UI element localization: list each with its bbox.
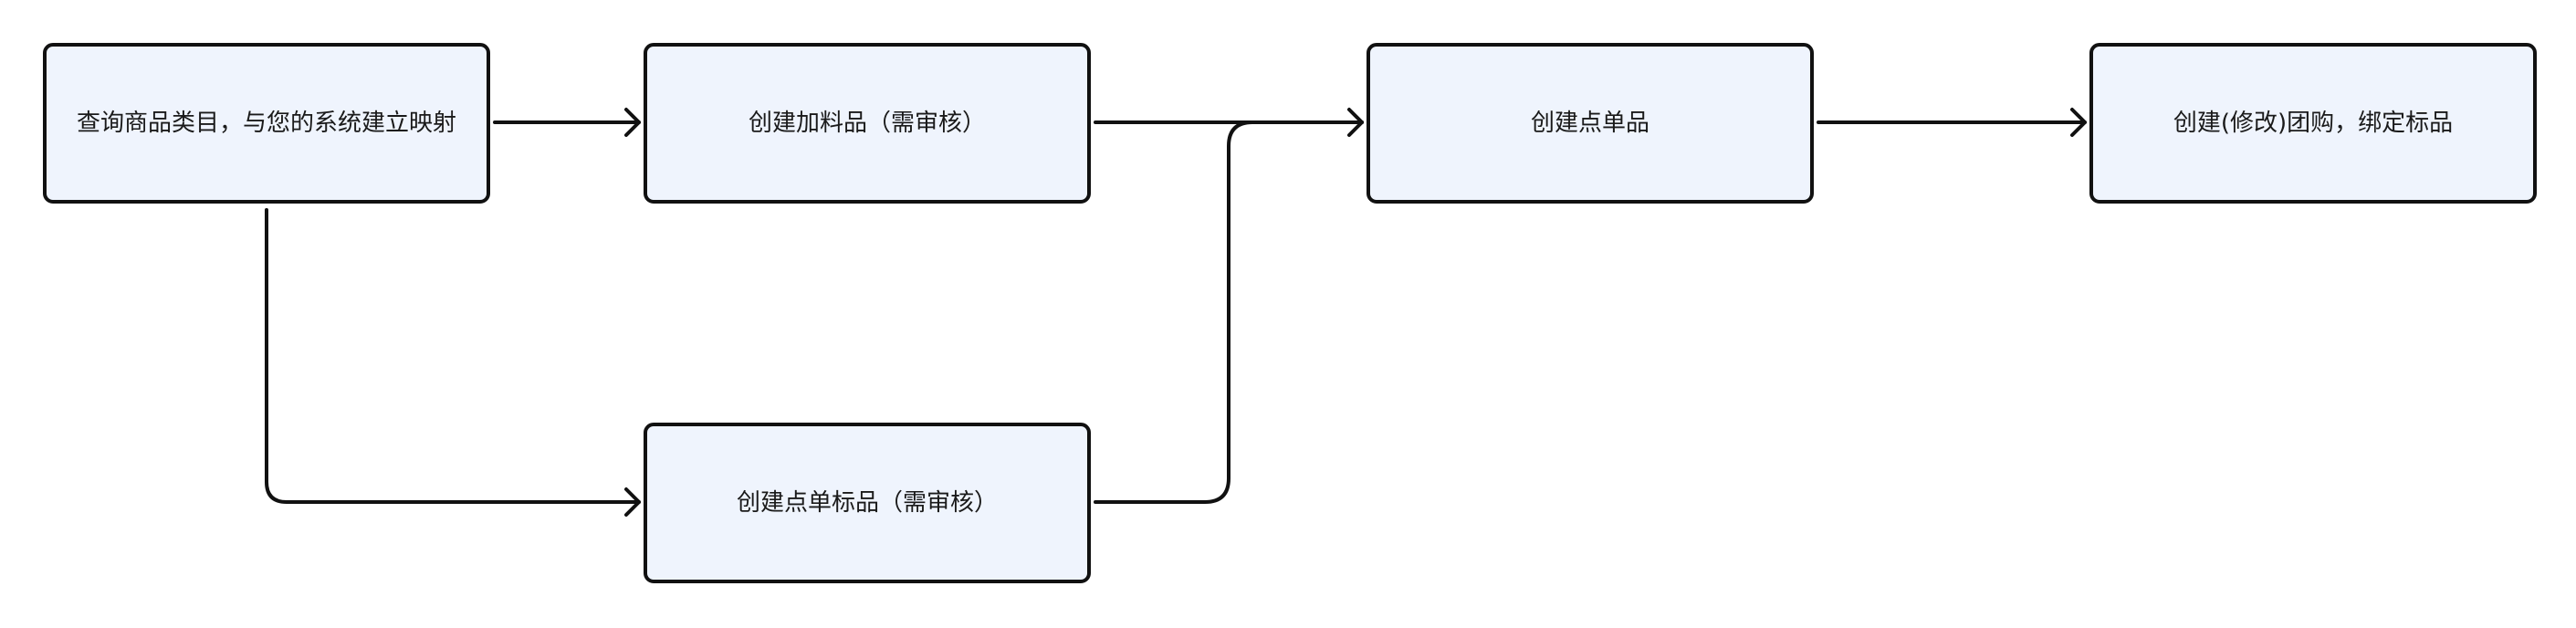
node-query[interactable]: 查询商品类目，与您的系统建立映射 [43, 43, 490, 204]
node-group[interactable]: 创建(修改)团购，绑定标品 [2089, 43, 2537, 204]
node-label: 创建点单标品（需审核） [737, 489, 998, 517]
node-label: 创建(修改)团购，绑定标品 [2173, 110, 2453, 137]
node-label: 查询商品类目，与您的系统建立映射 [77, 110, 456, 137]
arrowhead [624, 487, 641, 517]
node-label: 创建点单品 [1531, 110, 1649, 137]
node-standard[interactable]: 创建点单标品（需审核） [644, 423, 1091, 583]
node-label: 创建加料品（需审核） [749, 110, 986, 137]
edge-query-to-addon [493, 108, 641, 137]
arrowhead [2070, 108, 2087, 137]
node-addon[interactable]: 创建加料品（需审核） [644, 43, 1091, 204]
edge-standard-to-single [1094, 120, 1364, 504]
arrowhead [624, 108, 641, 137]
node-single[interactable]: 创建点单品 [1367, 43, 1814, 204]
edges [265, 108, 2087, 517]
edge-query-to-standard [265, 208, 641, 517]
edge-single-to-group [1817, 108, 2087, 137]
